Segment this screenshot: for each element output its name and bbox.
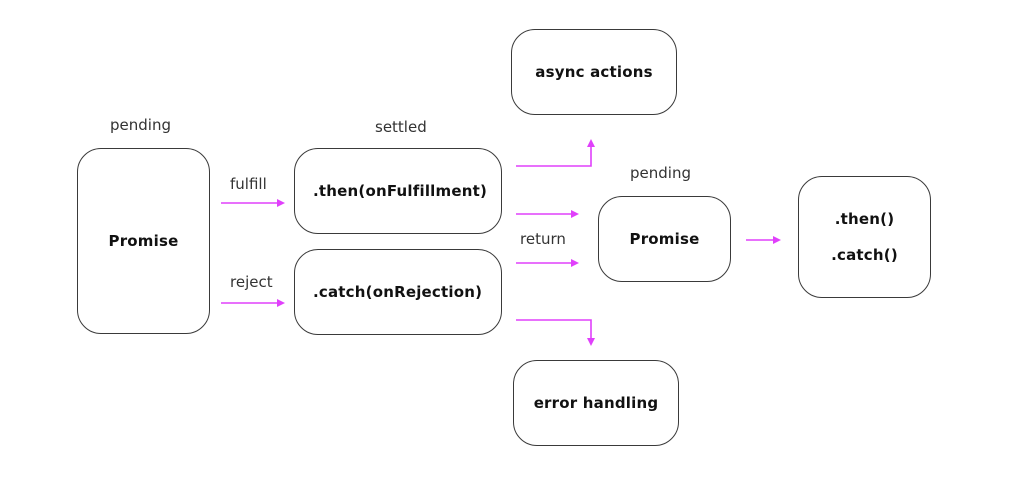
promise-start-text: Promise — [108, 232, 179, 250]
then-handler-node: .then(onFulfillment) — [294, 148, 502, 234]
next-catch-text: .catch() — [831, 246, 898, 264]
async-actions-node: async actions — [511, 29, 677, 115]
error-handling-node: error handling — [513, 360, 679, 446]
async-actions-text: async actions — [535, 63, 653, 81]
promise-returned-node: Promise — [598, 196, 731, 282]
return-label: return — [520, 230, 566, 248]
next-then-text: .then() — [834, 210, 895, 228]
catch-handler-text: .catch(onRejection) — [313, 283, 483, 301]
promise-returned-text: Promise — [629, 230, 700, 248]
chain-methods-node: .then() .catch() — [798, 176, 931, 298]
pending-returned-label: pending — [630, 164, 691, 182]
async-actions-arrow — [516, 139, 595, 167]
reject-label: reject — [230, 273, 273, 291]
catch-handler-node: .catch(onRejection) — [294, 249, 502, 335]
promise-start-node: Promise — [77, 148, 210, 334]
error-handling-text: error handling — [533, 394, 659, 412]
pending-start-label: pending — [110, 116, 171, 134]
fulfill-label: fulfill — [230, 175, 267, 193]
error-handling-arrow — [516, 319, 595, 346]
settled-label: settled — [375, 118, 427, 136]
then-handler-text: .then(onFulfillment) — [313, 182, 488, 200]
